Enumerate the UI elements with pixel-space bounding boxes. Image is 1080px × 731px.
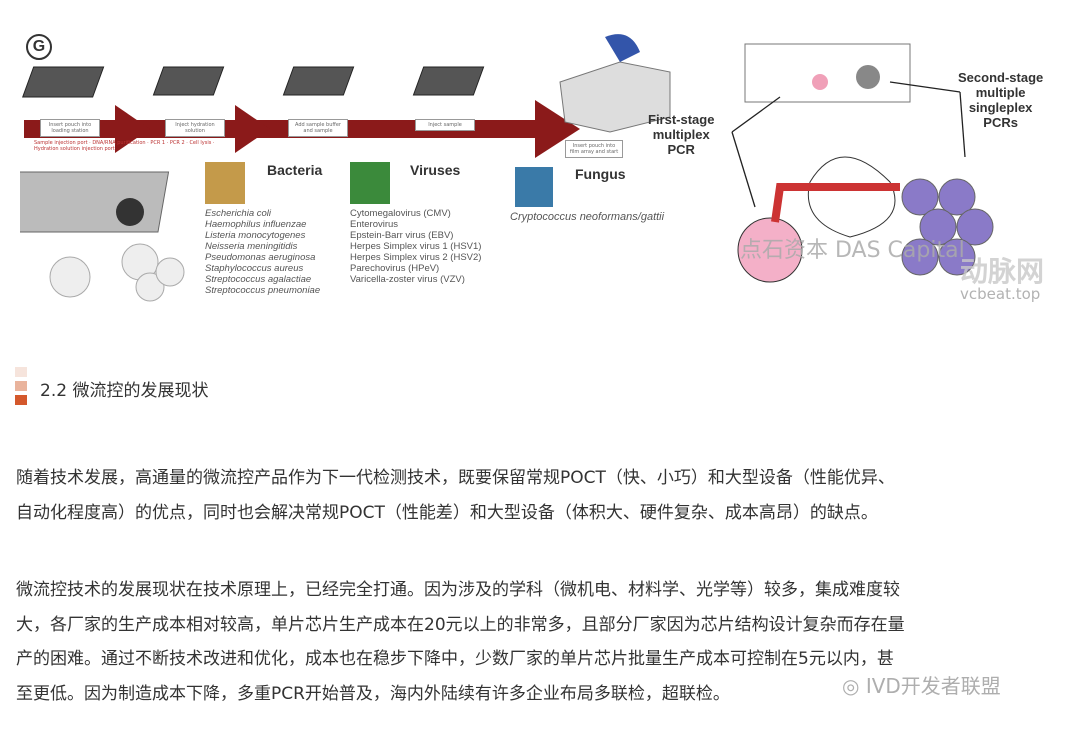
wechat-icon: ◎	[842, 674, 860, 698]
vcbeat-watermark: 动脉网	[960, 255, 1045, 288]
figure-microfluidic-pcr-workflow: G Insert pouch into loading station Inje…	[20, 22, 1065, 307]
workflow-illustration	[20, 34, 994, 302]
bacteria-title: Bacteria	[267, 162, 323, 178]
step-label: Inject hydration solution	[165, 119, 225, 137]
step-label: Insert pouch into film array and start	[565, 140, 623, 158]
step-label: Insert pouch into loading station	[40, 119, 100, 137]
ivd-watermark: ◎ IVD开发者联盟	[842, 674, 1001, 698]
paragraph-1: 随着技术发展，高通量的微流控产品作为下一代检测技术，既要保留常规POCT（快、小…	[16, 461, 1066, 530]
panel-letter: G	[26, 34, 52, 60]
viruses-title: Viruses	[410, 162, 461, 178]
text-line: 大，各厂家的生产成本相对较高，单片芯片生产成本在20元以上的非常多，且部分厂家因…	[16, 614, 905, 635]
heading-marker-light	[15, 367, 27, 377]
heading-marker-dark	[15, 395, 27, 405]
pouch-labels: Sample injection port · DNA/RNA purifica…	[34, 140, 215, 152]
text-line: 产的困难。通过不断技术改进和优化，成本也在稳步下降中，少数厂家的单片芯片批量生产…	[16, 649, 894, 669]
das-capital-watermark: 点石资本 DAS Capital	[740, 238, 965, 263]
vcbeat-url-watermark: vcbeat.top	[960, 285, 1041, 303]
step-label: Add sample buffer and sample	[288, 119, 348, 137]
section-heading: 2.2 微流控的发展现状	[40, 381, 209, 401]
fungus-title: Fungus	[575, 166, 626, 182]
heading-marker-mid	[15, 381, 27, 391]
text-line: 随着技术发展，高通量的微流控产品作为下一代检测技术，既要保留常规POCT（快、小…	[16, 468, 895, 488]
text-line: 自动化程度高）的优点，同时也会解决常规POCT（性能差）和大型设备（体积大、硬件…	[16, 502, 878, 523]
step-label: Inject sample	[415, 119, 475, 131]
text-line: 至更低。因为制造成本下降，多重PCR开始普及，海内外陆续有许多企业布局多联检，超…	[16, 683, 730, 704]
paragraph-2: 微流控技术的发展现状在技术原理上，已经完全打通。因为涉及的学科（微机电、材料学、…	[16, 573, 1066, 711]
fungus-list: Cryptococcus neoformans/gattii	[510, 211, 665, 223]
text-line: 微流控技术的发展现状在技术原理上，已经完全打通。因为涉及的学科（微机电、材料学、…	[16, 580, 900, 600]
